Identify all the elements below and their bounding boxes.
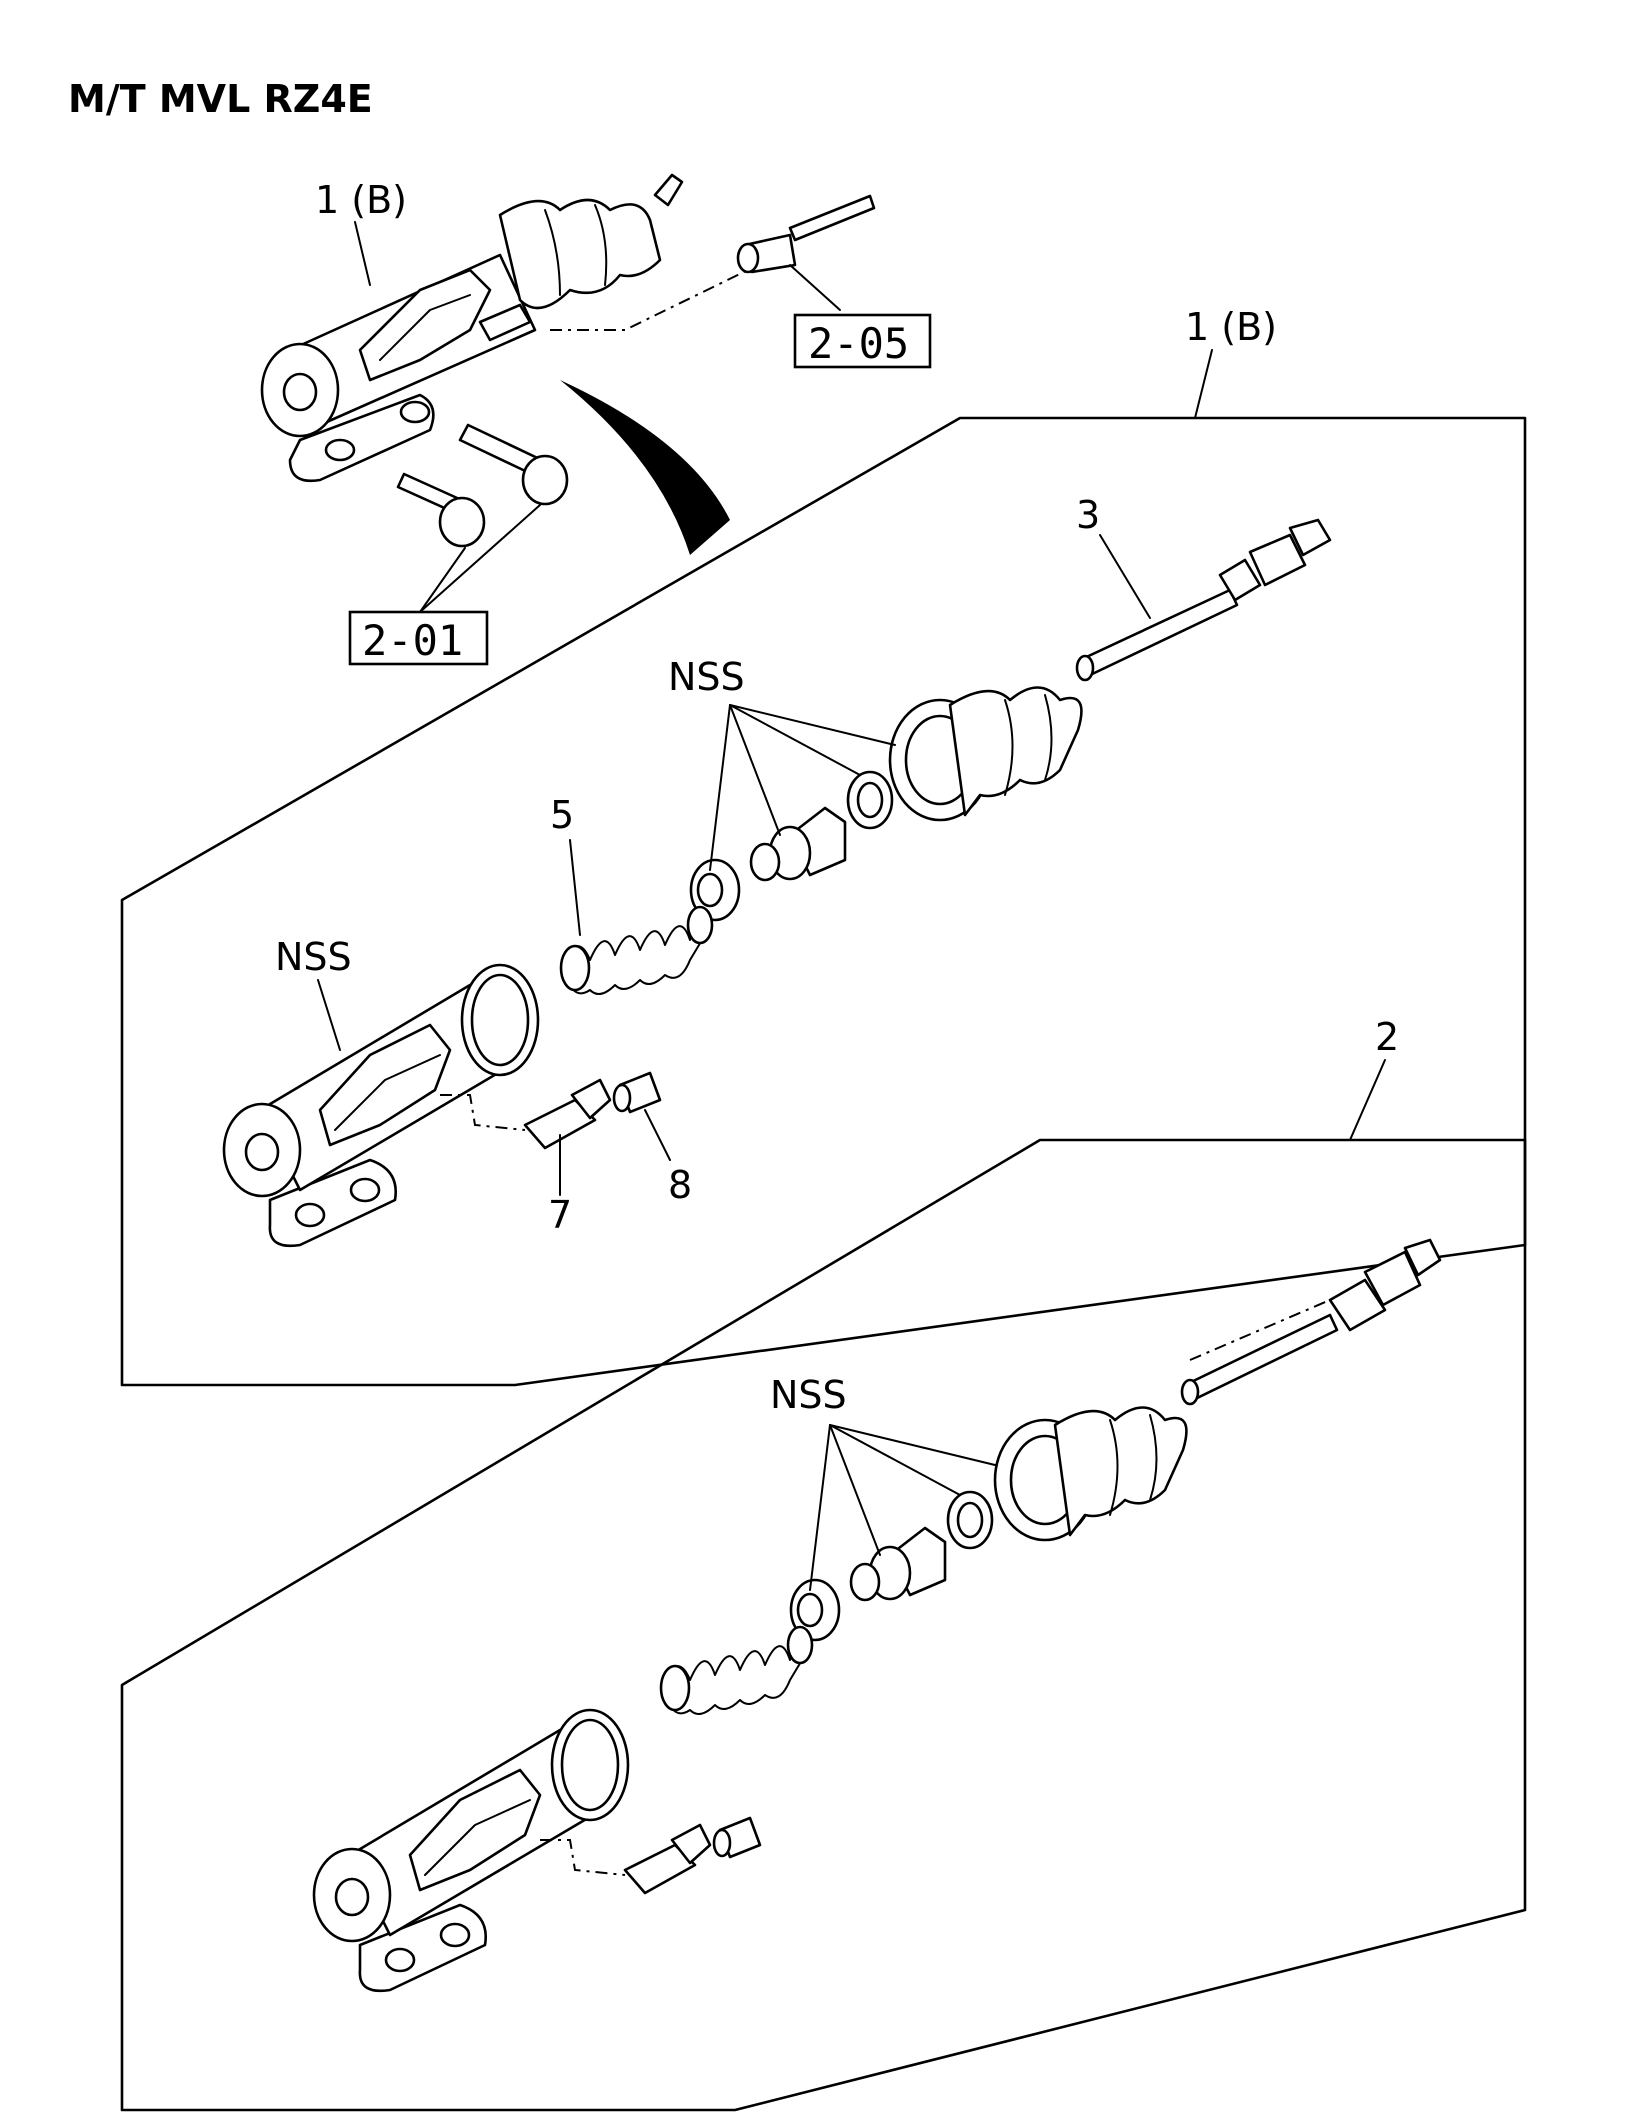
- panel1-seal-ring: [846, 770, 894, 830]
- pipe-fitting: [550, 194, 876, 331]
- label-spring: 5: [550, 793, 574, 837]
- panel1-cup-seal: [689, 858, 741, 922]
- exploded-panel-2: [120, 1138, 1527, 2112]
- ref-box-pipe: 2-05: [793, 313, 932, 369]
- panel1-spring-5: [559, 905, 714, 995]
- panel2-spring: [659, 1625, 814, 1715]
- svg-text:2-05: 2-05: [808, 319, 909, 368]
- ref-box-bolts: 2-01: [348, 504, 541, 666]
- label-panel2-assembly: 2: [1375, 1015, 1399, 1059]
- svg-text:2-01: 2-01: [362, 616, 463, 665]
- label-top-assembly: 1 (B): [315, 178, 407, 222]
- label-nss-panel2-seals: NSS: [770, 1373, 847, 1417]
- exploded-panel-1: [120, 416, 1527, 1387]
- label-nss-panel1-body: NSS: [275, 935, 352, 979]
- label-bleeder: 7: [548, 1193, 572, 1237]
- panel2-cap: [712, 1816, 762, 1859]
- pushrod-3: [1075, 518, 1332, 682]
- label-panel1-assembly: 1 (B): [1185, 305, 1277, 349]
- pushrod-panel2: [1180, 1238, 1442, 1406]
- panel1-cylinder-body: [222, 963, 540, 1248]
- label-nss-panel1-seals: NSS: [668, 655, 745, 699]
- panel2-boot: [993, 1406, 1188, 1542]
- panel2-seal-ring: [946, 1490, 994, 1550]
- panel2-bleeder: [540, 1823, 712, 1895]
- page-title: M/T MVL RZ4E: [68, 77, 373, 121]
- panel2-cylinder-body: [312, 1708, 630, 1993]
- panel1-bleeder-7: [440, 1078, 612, 1150]
- panel2-piston: [849, 1526, 947, 1602]
- label-cap: 8: [668, 1163, 692, 1207]
- panel1-boot: [888, 686, 1083, 822]
- panel2-cup-seal: [789, 1578, 841, 1642]
- top-slave-cylinder: [260, 173, 730, 555]
- label-pushrod: 3: [1076, 493, 1100, 537]
- panel1-cap-8: [612, 1071, 662, 1114]
- panel1-piston: [749, 806, 847, 882]
